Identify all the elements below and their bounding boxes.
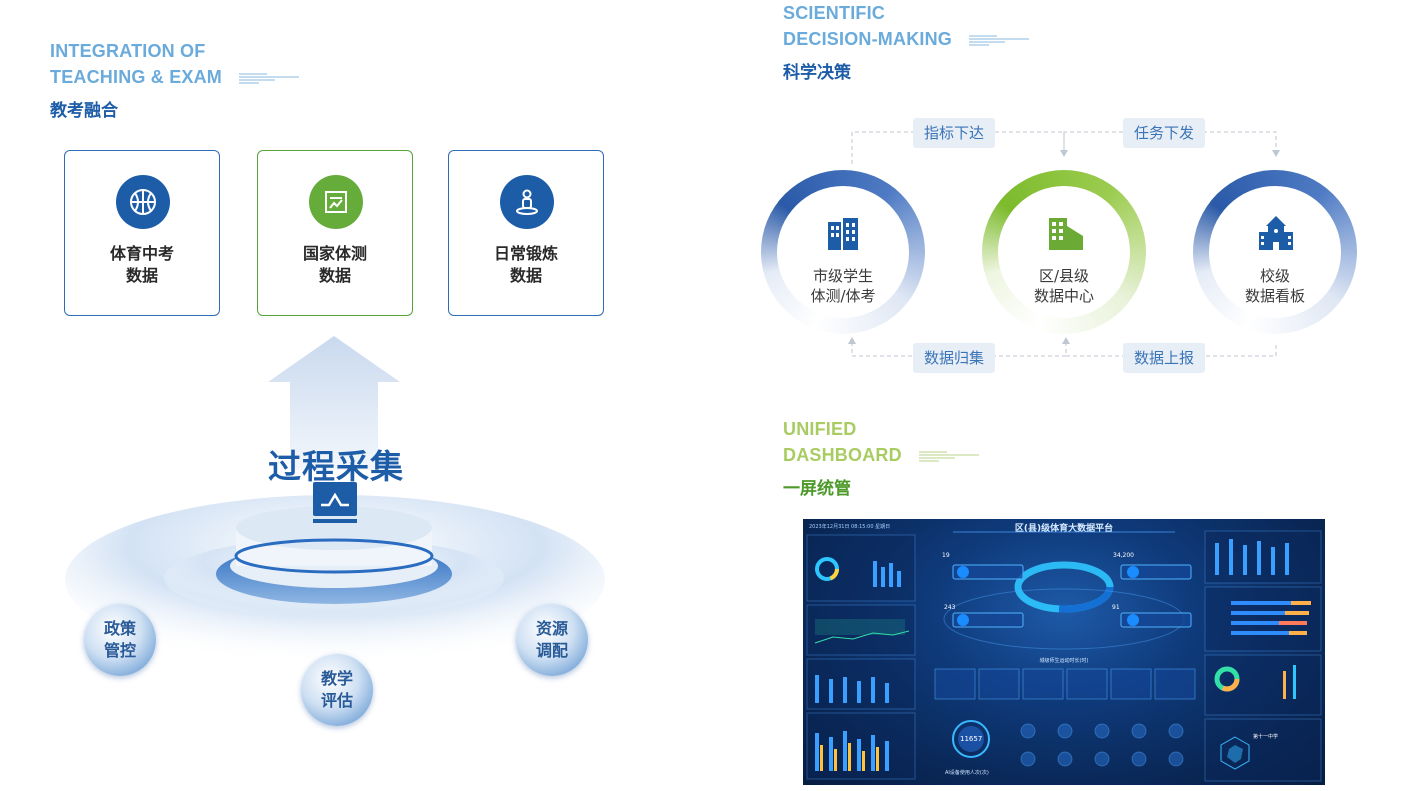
bubble-resource-line2: 调配: [535, 641, 568, 660]
pedestal-top: [236, 506, 432, 550]
dashboard-title-line2: DASHBOARD: [783, 442, 980, 468]
dashboard-center-caption: 城级师生运动时长(时): [1039, 658, 1089, 664]
dashboard-school-name: 第十一中学: [1253, 734, 1279, 740]
basketball-icon: [116, 175, 170, 229]
integration-title-line1: INTEGRATION OF: [50, 41, 206, 61]
integration-subtitle: 教考融合: [50, 101, 118, 121]
circle-district-label: 区/县级 数据中心: [982, 266, 1146, 306]
decision-title-line2: DECISION-MAKING: [783, 26, 1030, 52]
dashboard-subtitle: 一屏统管: [783, 479, 851, 499]
circle-school-line2: 数据看板: [1244, 287, 1305, 305]
dashboard-screenshot[interactable]: 区(县)级体育大数据平台 2023年12月31日 08:15:00 星期日: [803, 519, 1325, 785]
tag-task-dispatch: 任务下发: [1123, 118, 1206, 148]
integration-title-line2-text: TEACHING & EXAM: [50, 67, 223, 87]
dashboard-stat-19: 19: [942, 552, 950, 559]
decision-title-line1: SCIENTIFIC: [783, 3, 886, 23]
card-daily-exercise-data[interactable]: 日常锻炼 数据: [448, 150, 604, 316]
deco-lines-icon: [969, 35, 1030, 46]
bubble-teaching-line1: 教学: [320, 669, 353, 688]
deco-lines-icon: [239, 73, 300, 84]
card-national-test-data[interactable]: 国家体测 数据: [257, 150, 413, 316]
bubble-teaching-evaluation[interactable]: 教学评估: [301, 654, 373, 726]
dashboard-title-line2-text: DASHBOARD: [783, 445, 902, 465]
decision-heading: SCIENTIFIC DECISION-MAKING 科学决策: [783, 0, 1030, 83]
dashboard-platform-title: 区(县)级体育大数据平台: [1014, 524, 1114, 534]
card-national-test-line2: 数据: [318, 266, 351, 285]
deco-lines-icon: [919, 451, 980, 462]
circle-district-inner: [998, 186, 1130, 318]
bubble-policy-control[interactable]: 政策管控: [84, 604, 156, 676]
circle-school-level[interactable]: 校级 数据看板: [1193, 170, 1357, 334]
card-national-test-label: 国家体测 数据: [258, 243, 412, 287]
process-collection-label: 过程采集: [268, 447, 404, 486]
decision-subtitle: 科学决策: [783, 63, 851, 83]
card-daily-exercise-line2: 数据: [509, 266, 542, 285]
card-pe-exam-data[interactable]: 体育中考 数据: [64, 150, 220, 316]
dashboard-stat-91: 91: [1112, 604, 1120, 611]
tag-data-collection: 数据归集: [913, 343, 996, 373]
bubble-policy-line1: 政策: [103, 619, 136, 638]
dashboard-stat-243: 243: [944, 604, 956, 611]
school-icon: [1259, 216, 1293, 250]
bubble-policy-line2: 管控: [103, 641, 136, 660]
person-location-icon: [500, 175, 554, 229]
card-daily-exercise-line1: 日常锻炼: [493, 244, 558, 263]
building-icon: [828, 218, 858, 250]
bubble-resource-line1: 资源: [535, 619, 568, 638]
circle-city-line2: 体测/体考: [810, 287, 876, 305]
circle-district-line1: 区/县级: [1038, 267, 1090, 285]
monitor-wave-icon: [312, 481, 358, 525]
dashboard-date: 2023年12月31日 08:15:00 星期日: [809, 524, 891, 530]
card-pe-exam-line1: 体育中考: [109, 244, 174, 263]
dashboard-heading: UNIFIED DASHBOARD 一屏统管: [783, 416, 980, 499]
card-pe-exam-line2: 数据: [125, 266, 158, 285]
dashboard-graphics: [806, 530, 1322, 782]
circle-city-inner: [777, 186, 909, 318]
up-arrow-icon: [268, 336, 400, 470]
card-national-test-line1: 国家体测: [302, 244, 367, 263]
pedestal-ring: [234, 538, 434, 574]
circle-school-inner: [1209, 186, 1341, 318]
decision-title-line2-text: DECISION-MAKING: [783, 29, 952, 49]
office-building-icon: [1049, 218, 1083, 250]
card-daily-exercise-label: 日常锻炼 数据: [449, 243, 603, 287]
chart-report-icon: [309, 175, 363, 229]
dashboard-ai-count: 11657: [960, 735, 983, 743]
integration-heading: INTEGRATION OF TEACHING & EXAM 教考融合: [50, 38, 300, 121]
circle-district-line2: 数据中心: [1033, 287, 1094, 305]
process-collection-illustration: [65, 336, 605, 665]
tag-indicator-issue: 指标下达: [913, 118, 996, 148]
circle-city-level[interactable]: 市级学生 体测/体考: [761, 170, 925, 334]
circle-city-line1: 市级学生: [812, 267, 873, 285]
tag-data-report: 数据上报: [1123, 343, 1206, 373]
integration-title-line2: TEACHING & EXAM: [50, 64, 300, 90]
circle-city-label: 市级学生 体测/体考: [761, 266, 925, 306]
dashboard-ai-caption: AI设备使用人次(次): [945, 770, 989, 776]
dashboard-title-line1: UNIFIED: [783, 419, 857, 439]
dashboard-stat-34200: 34,200: [1113, 552, 1134, 559]
circle-district-level[interactable]: 区/县级 数据中心: [982, 170, 1146, 334]
bubble-teaching-line2: 评估: [320, 691, 353, 710]
card-pe-exam-label: 体育中考 数据: [65, 243, 219, 287]
circle-school-line1: 校级: [1259, 267, 1290, 285]
bubble-resource-allocation[interactable]: 资源调配: [516, 604, 588, 676]
circle-school-label: 校级 数据看板: [1193, 266, 1357, 306]
